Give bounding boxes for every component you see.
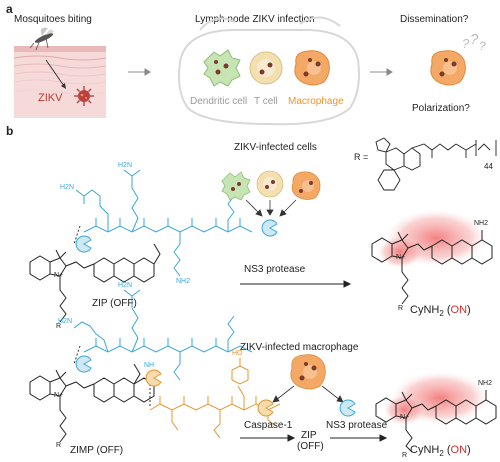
dendritic-cell-label: Dendritic cell bbox=[190, 96, 248, 107]
zimp-dye-core bbox=[29, 363, 155, 443]
cynh2-state-close-1: ) bbox=[467, 304, 471, 316]
cynh2-subscript-2: 2 bbox=[439, 449, 444, 459]
t-cell-icon bbox=[249, 51, 283, 85]
cynh2-name-1: CyNH bbox=[410, 304, 440, 316]
zip-protease-icon bbox=[75, 235, 92, 253]
zip-name-label: ZIP (OFF) bbox=[92, 298, 137, 309]
zimp-blue-peptide bbox=[73, 289, 253, 381]
atom-r-zimp: R bbox=[56, 442, 62, 449]
cynh2-name-2: CyNH bbox=[410, 444, 440, 456]
caspase-1-icon bbox=[257, 399, 274, 417]
atom-h2n-zip-2: H2N bbox=[60, 184, 75, 191]
question-marks-icon: ? ? ? bbox=[462, 31, 486, 53]
panel-b-label: b bbox=[6, 124, 14, 138]
ns3-protease-icon-2 bbox=[339, 399, 356, 417]
zimp-enzyme2-label: NS3 protease bbox=[326, 420, 388, 431]
lymph-node-outline bbox=[178, 16, 360, 126]
svg-text:?: ? bbox=[470, 31, 479, 48]
dendritic-cell-icon bbox=[203, 49, 241, 87]
reaction-arrow-1 bbox=[240, 280, 352, 288]
skin-illustration bbox=[13, 46, 107, 118]
zimp-intermediate-1: ZIP bbox=[301, 430, 317, 441]
atom-nh2-product-2: NH2 bbox=[478, 380, 493, 387]
atom-nplus-product-2: N+ bbox=[400, 414, 410, 421]
atom-nh2-product-1: NH2 bbox=[474, 220, 489, 227]
atom-r-zip: R bbox=[56, 323, 62, 330]
cynh2-label-1: CyNH2 (ON) bbox=[410, 304, 471, 318]
virus-label: ZIKV bbox=[38, 92, 63, 104]
atom-h2n-zip-1: H2N bbox=[118, 162, 133, 169]
panel-a-label: a bbox=[6, 2, 13, 16]
r-group-subscript: 44 bbox=[484, 162, 493, 171]
zikv-infected-macrophage-icon bbox=[290, 354, 326, 390]
zimp-ns3-icon bbox=[75, 355, 92, 373]
macrophage-icon bbox=[294, 50, 330, 86]
atom-r-product-1: R bbox=[398, 305, 404, 312]
zip-context-label: ZIKV-infected cells bbox=[234, 142, 317, 153]
cynh2-state-open-1: ( bbox=[446, 304, 451, 316]
zikv-infected-cells-group bbox=[221, 170, 321, 237]
atom-nh2-zip-lys: NH2 bbox=[176, 278, 191, 285]
atom-h2n-zimp-1: H2N bbox=[118, 282, 133, 289]
mosquito-icon bbox=[29, 27, 54, 51]
atom-ho-zimp: HO bbox=[232, 350, 243, 357]
step3-bottom-label: Polarization? bbox=[412, 103, 470, 114]
cynh2-state-2: ON bbox=[450, 444, 468, 456]
r-group-prefix: R = bbox=[354, 152, 369, 162]
infected-macrophage-icon bbox=[430, 50, 466, 86]
cynh2-subscript-1: 2 bbox=[439, 309, 444, 319]
zimp-orange-peptide bbox=[149, 358, 281, 439]
zimp-cleavage-sites bbox=[73, 345, 151, 408]
cynh2-product-2 bbox=[375, 390, 497, 453]
cynh2-state-open-2: ( bbox=[446, 444, 451, 456]
step1-label: Mosquitoes biting bbox=[14, 14, 92, 25]
zip-dye-core bbox=[29, 243, 161, 323]
cynh2-state-1: ON bbox=[450, 304, 468, 316]
atom-nplus-product-1: N+ bbox=[396, 254, 406, 261]
zip-peptide-chain bbox=[75, 169, 253, 277]
svg-text:?: ? bbox=[479, 39, 486, 53]
zip-cleavage-site bbox=[73, 225, 81, 245]
zimp-name-label: ZIMP (OFF) bbox=[70, 445, 124, 456]
svg-text:?: ? bbox=[462, 36, 470, 51]
step3-top-label: Dissemination? bbox=[400, 14, 469, 25]
atom-nplus-zimp: N+ bbox=[54, 392, 64, 399]
cynh2-label-2: CyNH2 (ON) bbox=[410, 444, 471, 458]
zip-enzyme-label: NS3 protease bbox=[244, 264, 306, 275]
ns3-protease-icon-1 bbox=[261, 219, 278, 237]
zimp-caspase-icon bbox=[145, 369, 162, 387]
zimp-intermediate-2: (OFF) bbox=[297, 441, 324, 452]
step2-label: Lymph node ZIKV infection bbox=[195, 14, 315, 25]
t-cell-label: T cell bbox=[254, 96, 278, 107]
atom-nplus-zip: N+ bbox=[54, 272, 64, 279]
zimp-context-label: ZIKV-infected macrophage bbox=[240, 342, 359, 353]
cynh2-state-close-2: ) bbox=[467, 444, 471, 456]
zimp-enzyme1-label: Caspase-1 bbox=[244, 420, 293, 431]
atom-nh-zimp: NH bbox=[144, 362, 155, 369]
r-group-structure bbox=[375, 137, 497, 191]
cynh2-product-1 bbox=[371, 230, 493, 305]
atom-h2n-zimp-2: H2N bbox=[58, 318, 73, 325]
macrophage-label: Macrophage bbox=[288, 96, 344, 107]
reaction-arrows-2 bbox=[240, 434, 388, 442]
zikv-virus-icon bbox=[74, 86, 94, 106]
atom-r-product-2: R bbox=[402, 452, 408, 459]
